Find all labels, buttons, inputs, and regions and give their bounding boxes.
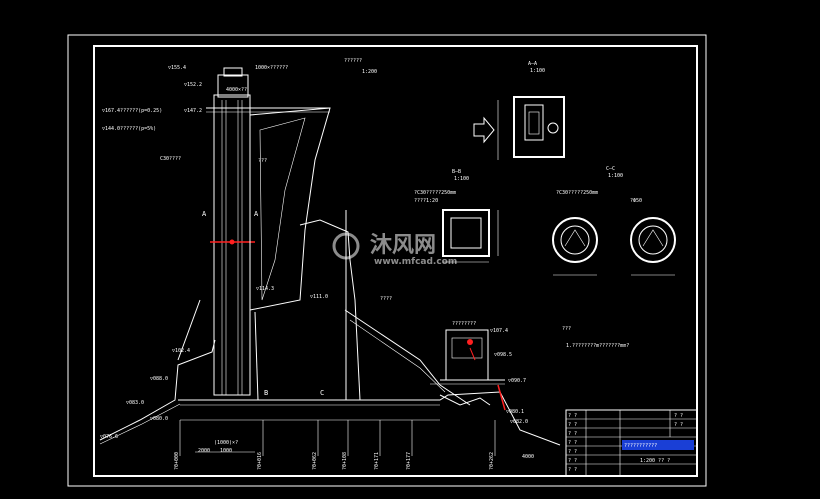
section-mark: C [320, 389, 324, 397]
elev-label: ▽114.3 [256, 286, 274, 292]
station-label: ?0+062 [312, 452, 318, 470]
section-mark: B [264, 389, 268, 397]
section-bb-label: B—B [452, 169, 461, 175]
elev-label: ▽144.0??????(p=5%) [102, 126, 156, 132]
dim-label: 2000 [198, 448, 210, 454]
labels: ▽155.4 ▽152.2 ▽147.2 ▽167.4??????(p=0.25… [100, 58, 683, 473]
elev-label: ▽090.7 [508, 378, 526, 384]
title-block-cell: ? ? [568, 422, 577, 428]
watermark: 沐风网 www.mfcad.com [332, 232, 457, 267]
elev-label: ▽083.0 [126, 400, 144, 406]
title-block-cell: ? ? [568, 458, 577, 464]
title-block-cell: ? ? [568, 467, 577, 473]
drawing-title: ?????? [344, 58, 362, 64]
section-mark: A [254, 210, 259, 218]
elev-label: ▽080.0 [150, 416, 168, 422]
station-label: ?0+177 [406, 452, 412, 470]
title-block [565, 409, 698, 477]
section-aa-drawing [473, 96, 565, 160]
title-block-cell: ? ? [568, 440, 577, 446]
watermark-brand: 沐风网 [370, 233, 436, 258]
outer-frame [67, 34, 707, 487]
elev-label: ▽147.2 [184, 108, 202, 114]
elev-label: 4000 [522, 454, 534, 460]
gate-house [430, 329, 506, 411]
elev-label: ▽102.4 [172, 348, 190, 354]
cc-note: ?C30?????250mm [556, 190, 598, 196]
elev-label: ▽088.0 [150, 376, 168, 382]
drawing-scale: 1:200 [362, 69, 377, 75]
scale-text: 1:200 ?? ? [640, 458, 670, 464]
station-label: ?0+108 [342, 452, 348, 470]
dim-label: 1000 [220, 448, 232, 454]
station-label: ?0+016 [257, 452, 263, 470]
gate-label: ???????? [452, 321, 476, 327]
section-bb-drawing [442, 209, 499, 263]
section-bb-scale: 1:100 [454, 176, 469, 182]
title-block-cell: ? ? [568, 413, 577, 419]
inner-frame [93, 45, 698, 477]
elev-label: ▽111.0 [310, 294, 328, 300]
elev-label: ▽107.4 [490, 328, 508, 334]
note-line: 1.????????m???????mm? [566, 343, 629, 349]
title-block-cell: ? ? [568, 449, 577, 455]
dim-label: (1000)×? [214, 440, 238, 446]
bb-note: ????1:20 [414, 198, 438, 204]
station-ticks [179, 420, 496, 456]
station-label: ?0+262 [489, 452, 495, 470]
note-title: ??? [562, 326, 571, 332]
tower-note: ??? [258, 158, 267, 164]
section-cc-drawing [552, 217, 676, 276]
station-label: ?0+171 [374, 452, 380, 470]
title-block-cell: ? ? [674, 413, 683, 419]
elev-label: ▽155.4 [168, 65, 186, 71]
ground-profile [99, 210, 561, 446]
cc-note: ?Ф50 [630, 198, 642, 204]
section-cc-label: C—C [606, 166, 615, 172]
section-aa-scale: 1:100 [530, 68, 545, 74]
elev-label: ▽098.5 [494, 352, 512, 358]
bb-note: ?C30?????250mm [414, 190, 456, 196]
section-aa-label: A—A [528, 61, 537, 67]
elev-label: ▽167.4??????(p=0.25) [102, 108, 162, 114]
tower-note: C30???? [160, 156, 181, 162]
outlet-label: ???? [380, 296, 392, 302]
elev-label: ▽082.0 [510, 419, 528, 425]
section-cc-scale: 1:100 [608, 173, 623, 179]
watermark-url: www.mfcad.com [374, 257, 457, 267]
section-mark: A [202, 210, 207, 218]
title-block-cell: ? ? [674, 422, 683, 428]
tower-inner-label: 4000×?? [226, 87, 247, 93]
elev-label: ▽076.6 [100, 434, 118, 440]
elev-label: ▽152.2 [184, 82, 202, 88]
title-block-cell: ? ? [568, 431, 577, 437]
station-label: ?0+000 [174, 452, 180, 470]
elev-label: ▽080.1 [506, 409, 524, 415]
tower-top-label: 1000×?????? [255, 65, 288, 71]
intake-tower [177, 67, 331, 401]
project-name: ??????????? [624, 443, 657, 449]
